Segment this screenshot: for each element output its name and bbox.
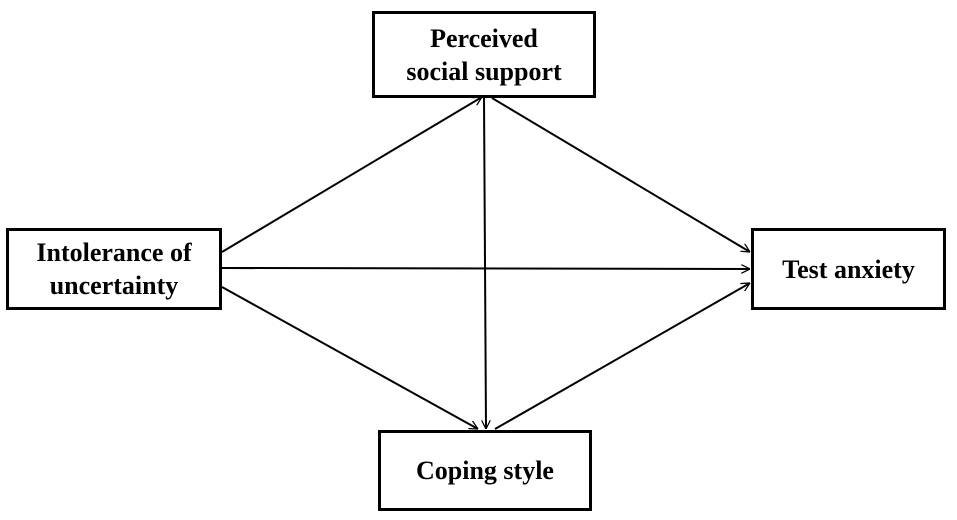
arrow-pss-to-cs: [484, 97, 486, 429]
node-label-line: Intolerance of: [36, 238, 192, 267]
arrow-cs-to-ta: [494, 282, 750, 430]
node-perceived-social-support: Perceived social support: [372, 11, 596, 98]
node-label: Test anxiety: [782, 254, 915, 284]
node-label-line: Perceived: [430, 23, 538, 53]
node-label-line: uncertainty: [49, 271, 179, 300]
node-test-anxiety: Test anxiety: [751, 228, 946, 310]
node-intolerance-of-uncertainty: Intolerance of uncertainty: [6, 228, 222, 310]
arrow-iu-to-pss: [221, 96, 482, 253]
arrow-iu-to-cs: [221, 286, 478, 430]
node-label: Coping style: [416, 456, 554, 485]
node-coping-style: Coping style: [378, 430, 592, 511]
node-label-line: social support: [406, 56, 562, 86]
arrow-pss-to-ta: [491, 97, 750, 253]
